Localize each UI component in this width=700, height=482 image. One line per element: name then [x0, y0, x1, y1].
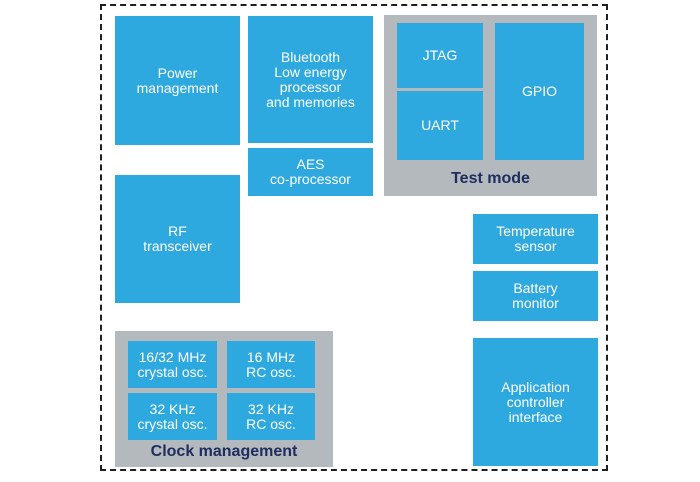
block-16mhz-rc-osc: 16 MHz RC osc. — [227, 341, 315, 388]
block-application-controller-interface: Application controller interface — [473, 338, 598, 466]
block-temperature-sensor: Temperature sensor — [473, 214, 598, 264]
block-32khz-rc-osc: 32 KHz RC osc. — [227, 393, 315, 440]
block-battery-monitor: Battery monitor — [473, 271, 598, 321]
block-uart: UART — [397, 91, 483, 160]
block-rf-transceiver: RF transceiver — [115, 175, 240, 303]
block-32khz-crystal-osc: 32 KHz crystal osc. — [128, 393, 217, 440]
group-test-mode: JTAG UART GPIO Test mode — [384, 15, 597, 196]
block-power-management: Power management — [115, 16, 240, 145]
group-label-test-mode: Test mode — [451, 170, 530, 187]
chip-boundary-dashed-border — [100, 4, 608, 471]
block-gpio: GPIO — [495, 23, 584, 160]
block-16-32mhz-crystal-osc: 16/32 MHz crystal osc. — [128, 341, 217, 388]
group-label-clock-management: Clock management — [150, 443, 298, 460]
block-jtag: JTAG — [397, 23, 483, 88]
group-clock-management: 16/32 MHz crystal osc. 16 MHz RC osc. 32… — [115, 331, 333, 467]
block-aes-coprocessor: AES co-processor — [248, 148, 373, 196]
block-bluetooth-low-energy-processor: Bluetooth Low energy processor and memor… — [248, 16, 373, 143]
